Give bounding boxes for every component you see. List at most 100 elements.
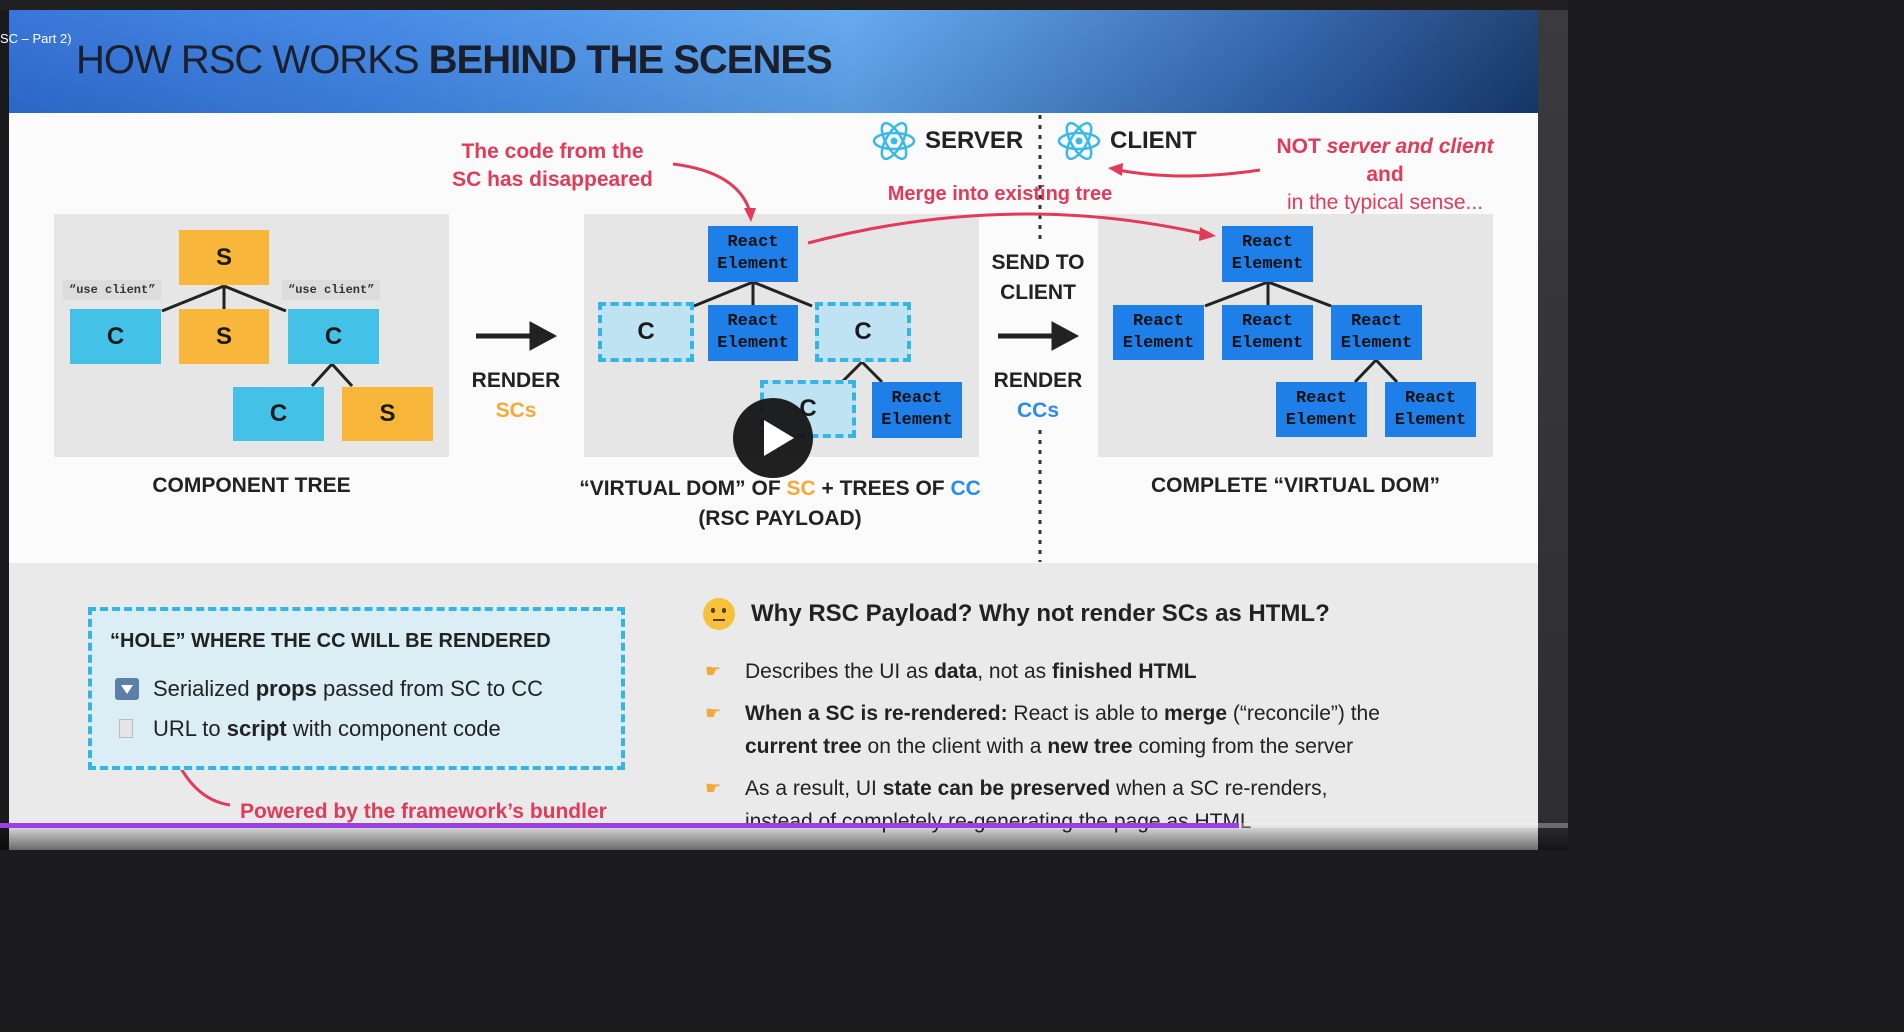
server-component: S — [342, 387, 433, 441]
sc-note-line1: The code from the — [461, 140, 644, 163]
react-element-line1: React — [1295, 388, 1347, 408]
hole-item1-bold: props — [255, 676, 317, 701]
server-component: S — [179, 309, 269, 364]
document-icon — [115, 718, 139, 740]
render-scs-line1: RENDER — [471, 369, 561, 392]
vdom-label-line2: (RSC PAYLOAD) — [698, 507, 862, 530]
slide-title-light: HOW RSC WORKS — [76, 38, 429, 82]
send-line2: CLIENT — [1000, 281, 1076, 304]
render-scs-label: RENDER SCs — [460, 366, 572, 426]
b3-bold: state can be preserved — [882, 777, 1111, 800]
hole-title: “HOLE” WHERE THE CC WILL BE RENDERED — [110, 630, 551, 652]
b2-mid3: on the client with a — [861, 735, 1048, 758]
pointing-hand-icon: ☛ — [705, 703, 722, 723]
hole-item2-pre: URL to — [153, 716, 227, 741]
sc-disappeared-note: The code from the SC has disappeared — [430, 138, 675, 194]
down-arrow-button-icon — [115, 678, 139, 700]
vdom-label-part2: + TREES OF — [815, 477, 951, 500]
why-bullet-1: ☛ Describes the UI as data, not as finis… — [705, 655, 1197, 688]
hole-item1-post: passed from SC to CC — [316, 676, 544, 701]
client-label: CLIENT — [1110, 127, 1197, 154]
react-client-icon — [1057, 121, 1101, 161]
vdom-label-part1: “VIRTUAL DOM” OF — [579, 477, 787, 500]
react-element-line2: Element — [717, 255, 789, 274]
use-client-tag-right: “use client” — [282, 280, 381, 300]
play-button[interactable] — [733, 398, 813, 478]
b2-bold2: merge — [1163, 702, 1228, 725]
react-element-line2: Element — [1340, 333, 1413, 353]
b2-bold3: current tree — [745, 735, 862, 758]
complete-vdom-label: COMPLETE “VIRTUAL DOM” — [1151, 474, 1440, 497]
not-note-line2: in the typical sense... — [1286, 191, 1484, 214]
not-note-and: and — [1366, 163, 1404, 186]
server-component-root: S — [179, 230, 269, 285]
render-ccs-line2: CCs — [1016, 399, 1059, 422]
top-strip — [0, 0, 1568, 10]
why-bullet-2: ☛ When a SC is re-rendered: React is abl… — [705, 697, 1380, 763]
merge-note: Merge into existing tree — [887, 183, 1113, 205]
pointing-hand-icon: ☛ — [705, 661, 722, 681]
bundler-note: Powered by the framework’s bundler — [240, 800, 607, 823]
left-edge — [0, 10, 9, 850]
hole-item-script: URL to script with component code — [115, 716, 501, 742]
react-element-line1: React — [1241, 311, 1293, 331]
why-title: Why RSC Payload? Why not render SCs as H… — [703, 598, 1330, 630]
hole-info-box — [88, 607, 625, 770]
react-element-line2: Element — [1231, 333, 1304, 353]
react-element-line1: React — [727, 312, 779, 331]
b1-bold1: data — [934, 660, 978, 683]
b3-post: when a SC re-renders, — [1110, 777, 1328, 800]
vdom-label-sc: SC — [786, 477, 816, 500]
react-element-line1: React — [1241, 233, 1293, 252]
client-component: C — [233, 387, 324, 441]
hole-item-props: Serialized props passed from SC to CC — [115, 676, 543, 702]
b1-bold2: finished HTML — [1051, 660, 1197, 683]
send-line1: SEND TO — [991, 251, 1085, 274]
cc-hole: C — [598, 302, 694, 362]
sc-note-line2: SC has disappeared — [452, 168, 653, 191]
react-element-line1: React — [1132, 311, 1184, 331]
hole-item2-bold: script — [226, 716, 287, 741]
not-server-client-note: NOT server and client and in the typical… — [1255, 133, 1515, 217]
send-to-client-label: SEND TO CLIENT — [978, 248, 1098, 308]
video-frame: SC – Part 2) HOW RSC WORKS BEHIND THE SC… — [0, 0, 1568, 850]
b3-pre: As a result, UI — [745, 777, 883, 800]
slide-title: HOW RSC WORKS BEHIND THE SCENES — [76, 38, 833, 83]
b2-bold4: new tree — [1047, 735, 1133, 758]
react-element-line1: React — [891, 389, 943, 408]
component-tree-label: COMPONENT TREE — [152, 474, 351, 497]
hole-item2-post: with component code — [286, 716, 501, 741]
react-element-line2: Element — [1122, 333, 1195, 353]
right-edge — [1538, 10, 1568, 850]
client-component: C — [288, 309, 379, 364]
react-element-line2: Element — [1285, 410, 1358, 430]
slide-header — [9, 10, 1538, 113]
server-label: SERVER — [925, 127, 1024, 154]
not-note-italic: server and client — [1326, 135, 1494, 158]
react-element-line1: React — [727, 233, 779, 252]
not-note-prefix: NOT — [1276, 135, 1327, 158]
cc-hole: C — [815, 302, 911, 362]
use-client-tag-left: “use client” — [63, 280, 162, 300]
slide-title-bold: BEHIND THE SCENES — [428, 38, 833, 82]
b2-mid1: React is able to — [1007, 702, 1164, 725]
react-element-line1: React — [1350, 311, 1402, 331]
b1-pre: Describes the UI as — [745, 660, 935, 683]
video-title: SC – Part 2) — [0, 31, 72, 46]
render-scs-line2: SCs — [495, 399, 537, 422]
pointing-hand-icon: ☛ — [705, 778, 722, 798]
progress-bar-fill — [0, 823, 1239, 828]
react-element-line2: Element — [1394, 410, 1467, 430]
react-element-line2: Element — [717, 334, 789, 353]
react-element-line2: Element — [881, 411, 953, 430]
thinking-face-icon — [703, 598, 735, 630]
